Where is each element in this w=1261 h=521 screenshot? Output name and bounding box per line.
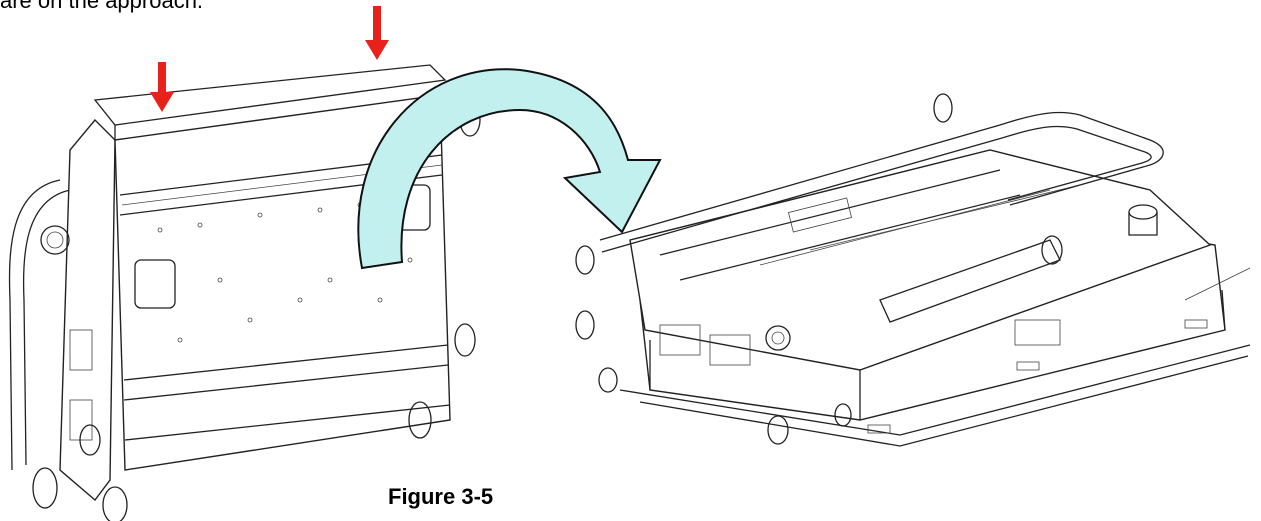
curved-rotate-arrow-icon (357, 68, 662, 270)
caster-wheels (575, 93, 953, 445)
intro-text: are on the approach. (0, 0, 204, 13)
red-down-arrow-icon (150, 62, 174, 112)
horizontal-cart-drawing (575, 93, 1251, 447)
figure-caption: Figure 3-5 (388, 484, 494, 509)
red-down-arrow-icon (365, 6, 389, 60)
